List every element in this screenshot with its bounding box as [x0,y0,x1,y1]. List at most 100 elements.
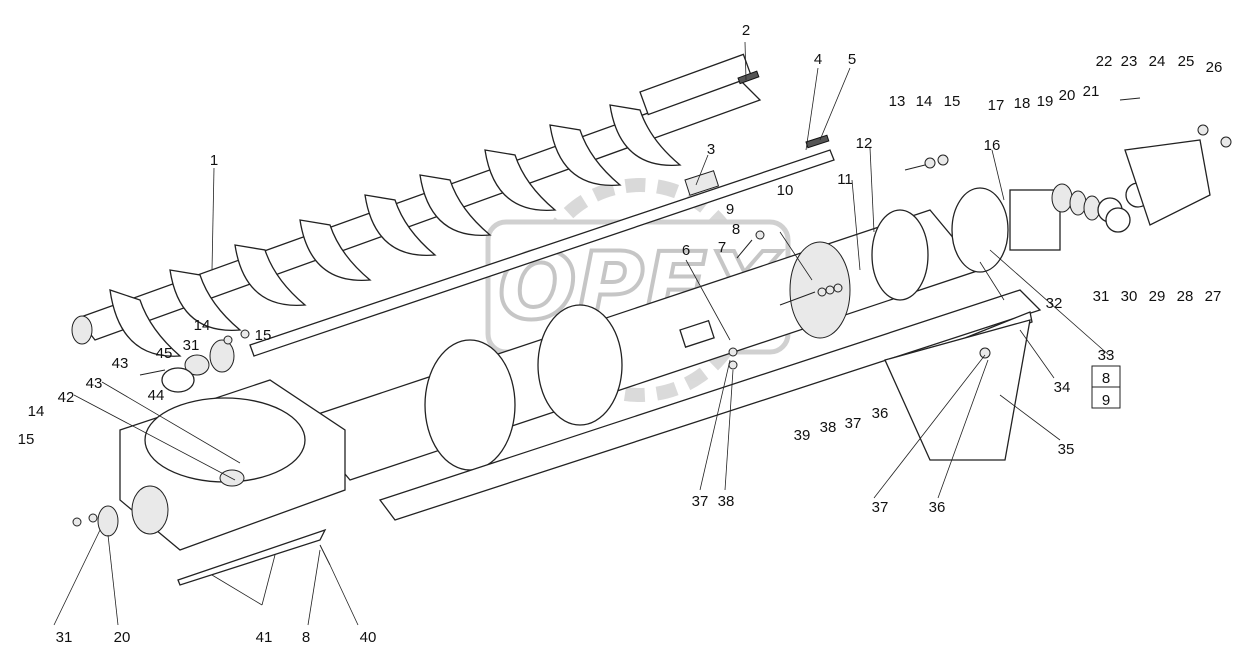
leader-35 [999,394,1061,441]
leader-lines [53,41,1111,626]
part-number-label: 22 [1096,53,1113,70]
leader-41b [211,574,263,606]
key-part-2 [737,70,760,85]
auger-assembly [71,53,762,357]
part-number-label: 11 [837,171,853,188]
bolt-part-43 [139,369,166,376]
leader-8b [307,549,321,626]
leader-43 [101,381,241,464]
key-part-5 [805,134,830,149]
part-number-label: 2 [742,22,750,39]
part-number-label: 31 [1093,288,1110,305]
part-number-label: 9 [1102,392,1110,409]
part-number-label: 16 [984,137,1001,154]
washer-part-14 [240,329,250,339]
part-number-label: 32 [1046,295,1063,312]
leader-12 [869,147,875,233]
part-number-label: 27 [1205,288,1222,305]
flange-part-20 [97,505,119,537]
leader-1 [211,167,215,271]
nut-part-15 [937,154,949,166]
intake-side-port [131,485,169,535]
part-number-label: 15 [255,327,272,344]
part-number-label: 37 [845,415,862,432]
leader-3 [695,154,709,186]
nut-part-36 [979,347,991,359]
part-number-label: 9 [726,201,734,218]
washer-part-14 [924,157,936,169]
auger-flight [364,194,437,256]
guard-part-27 [1124,139,1211,226]
leader-37b [873,354,986,499]
part-number-label: 6 [682,242,690,259]
sprocket-part-30 [1105,207,1131,233]
leader-31a [53,529,101,626]
bolt-part-23 [1119,97,1141,101]
part-number-label: 28 [1177,288,1194,305]
seal-part-19 [1069,190,1087,216]
part-number-label: 5 [848,51,856,68]
part-number-label: 20 [114,629,131,646]
drive-end [904,97,1232,273]
part-number-label: 8 [1102,370,1110,387]
part-number-label: 40 [360,629,377,646]
bolt-part-39 [779,291,816,306]
part-number-label: 18 [1014,95,1031,112]
shaft-flange-31 [209,339,235,373]
leader-37a [699,359,731,491]
part-number-label: 13 [889,93,906,110]
auger-end-bearing [71,315,93,345]
leader-2 [744,41,747,81]
part-number-label: 33 [1098,347,1115,364]
drive-shaft [209,134,835,373]
washer-part-38 [817,287,827,297]
leader-41a [261,554,276,606]
part-number-label: 35 [1058,441,1075,458]
part-number-label: 36 [872,405,889,422]
left-small-parts [72,329,331,566]
leader-11 [851,179,861,271]
tube-section-right [871,209,929,301]
part-number-label: 44 [148,387,165,404]
part-number-label: 42 [58,389,75,406]
lower-tube [378,289,1042,521]
tube-section-mid [537,304,623,426]
washer-part-8 [755,230,765,240]
knob-part-26 [1197,124,1209,136]
leader-33 [989,249,1111,357]
part-number-label: 15 [18,431,35,448]
washer-part-37 [728,360,738,370]
intake-opening [144,397,306,483]
part-number-label: 43 [112,355,129,372]
callout-box [1091,365,1121,409]
part-number-label: 7 [718,239,726,256]
part-number-label: 31 [183,337,200,354]
part-number-label: 38 [820,419,837,436]
part-number-label: 24 [1149,53,1166,70]
leader-34 [1019,329,1055,379]
part-number-label: 1 [210,152,218,169]
tube-section-left [424,339,516,471]
nut-part-15 [223,335,233,345]
part-number-label: 34 [1054,379,1071,396]
part-number-label: 26 [1206,59,1223,76]
leader-4 [805,67,819,151]
auger-flight [484,149,557,211]
auger-shaft-end [639,53,753,116]
part-number-label: 39 [794,427,811,444]
drive-shaft-body [249,149,835,357]
blade-part-41 [177,528,327,586]
part-number-label: 45 [156,345,173,362]
part-number-label: 15 [944,93,961,110]
nut-part-15 [72,517,82,527]
part-number-label: 30 [1121,288,1138,305]
nut-part-36 [833,283,843,293]
auger-flight [169,269,242,331]
part-number-label: 14 [194,317,211,334]
auger-flight [549,124,622,186]
leader-16 [991,149,1005,201]
leader-6 [685,259,731,341]
bracket-part-6 [679,319,715,348]
part-number-label: 8 [302,629,310,646]
